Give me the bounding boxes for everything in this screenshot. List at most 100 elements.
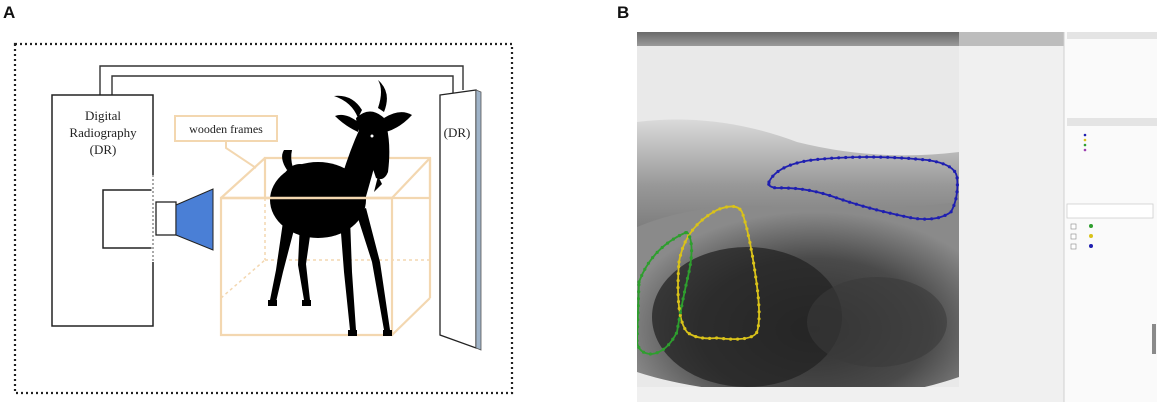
contour-vertex xyxy=(767,182,771,186)
contour-vertex xyxy=(637,311,640,315)
contour-vertex xyxy=(651,256,655,260)
dr-source-label-line1: Digital xyxy=(85,108,121,123)
contour-vertex xyxy=(741,213,745,217)
radiograph-image xyxy=(637,32,1157,402)
contour-vertex xyxy=(823,157,827,161)
panel-b-letter: B xyxy=(617,3,630,22)
contour-vertex xyxy=(706,214,710,218)
contour-vertex xyxy=(921,158,925,162)
contour-vertex xyxy=(809,158,813,162)
xray-tube-neck xyxy=(155,201,177,236)
contour-vertex xyxy=(671,337,675,341)
contour-vertex xyxy=(683,240,687,244)
contour-vertex xyxy=(676,279,680,283)
contour-points xyxy=(637,155,959,356)
contour-vertex xyxy=(660,245,664,250)
contour-vertex xyxy=(661,347,665,351)
contour-vertex xyxy=(646,261,650,265)
contour-vertex xyxy=(952,203,956,208)
contour-vertex xyxy=(844,155,848,160)
contour-vertex xyxy=(648,352,652,356)
contour-vertex xyxy=(655,351,659,355)
contour-vertex xyxy=(690,228,695,232)
contour-vertex xyxy=(886,155,890,159)
contour-vertex xyxy=(916,217,920,221)
goat-silhouette xyxy=(268,80,412,336)
contour-vertex xyxy=(690,249,694,253)
contour-vertex xyxy=(914,157,918,161)
contour-vertex xyxy=(936,216,941,220)
contour-vertex xyxy=(643,267,647,271)
contour-vertex xyxy=(795,161,799,165)
contour-vertex xyxy=(736,337,740,341)
contour-vertex xyxy=(637,318,640,322)
frame-label: wooden frames xyxy=(189,122,263,136)
contour-vertex xyxy=(684,283,688,287)
contour-vertex xyxy=(879,155,883,159)
contour-vertex xyxy=(678,253,683,257)
contour-vertex xyxy=(685,276,690,280)
dr-detector-label: (DR) xyxy=(444,125,471,140)
contour-vertex xyxy=(676,286,680,290)
contour-vertex xyxy=(683,327,687,331)
contour-vertex xyxy=(868,206,872,210)
contour-vertex xyxy=(851,155,855,159)
contour-vertex xyxy=(640,273,644,278)
contour-vertex xyxy=(928,158,932,162)
contour-vertex xyxy=(814,190,818,194)
contour-vertex xyxy=(821,191,825,196)
contour-vertex xyxy=(861,204,865,208)
contour-vertex xyxy=(725,205,729,209)
contour-vertex xyxy=(637,339,639,343)
contour-vertex xyxy=(701,336,705,340)
contour-vertex xyxy=(834,196,838,200)
contour-vertex xyxy=(907,156,911,160)
contour-vertex xyxy=(637,280,641,284)
contour-vertex xyxy=(674,331,678,335)
contour-vertex xyxy=(742,336,747,341)
contour-vertex xyxy=(681,297,685,301)
contour-vertex xyxy=(671,237,675,241)
contour-vertex xyxy=(688,235,692,239)
contour-vertex xyxy=(748,240,752,245)
radiography-setup-diagram: Digital Radiography (DR) wooden frames xyxy=(13,42,514,395)
contour-vertex xyxy=(637,290,641,294)
contour-vertex xyxy=(800,187,805,191)
contour-vertex xyxy=(755,282,759,286)
contour-vertex xyxy=(830,156,834,160)
contour-vertex xyxy=(786,186,791,190)
green-contour xyxy=(637,230,693,355)
contour-vertex xyxy=(722,337,726,341)
contour-vertex xyxy=(687,332,691,336)
contour-vertex xyxy=(779,186,784,190)
contour-vertex xyxy=(773,186,777,190)
contour-vertex xyxy=(955,190,959,194)
contour-vertex xyxy=(757,303,761,307)
contour-vertex xyxy=(688,263,692,267)
contour-vertex xyxy=(802,159,806,163)
contour-vertex xyxy=(667,343,671,347)
contour-vertex xyxy=(755,330,759,335)
contour-vertex xyxy=(694,335,698,339)
contour-vertex xyxy=(756,296,760,300)
contour-vertex xyxy=(752,261,756,265)
panel-a-letter: A xyxy=(3,3,16,22)
contour-vertex xyxy=(902,214,906,218)
contour-vertex xyxy=(677,317,681,322)
contour-vertex xyxy=(732,204,736,209)
contour-vertex xyxy=(900,156,904,160)
contour-vertex xyxy=(680,320,684,324)
contour-vertex xyxy=(930,217,934,221)
contour-vertex xyxy=(756,324,760,328)
contour-vertex xyxy=(788,163,792,167)
contour-vertex xyxy=(848,200,852,204)
contour-vertex xyxy=(708,336,712,340)
contour-vertex xyxy=(676,324,680,328)
contour-vertex xyxy=(776,169,780,174)
contour-vertex xyxy=(749,247,753,251)
contour-vertex xyxy=(955,183,959,187)
contour-vertex xyxy=(745,227,749,231)
contour-vertex xyxy=(837,156,841,160)
contour-vertex xyxy=(909,216,913,220)
contour-vertex xyxy=(637,345,641,349)
